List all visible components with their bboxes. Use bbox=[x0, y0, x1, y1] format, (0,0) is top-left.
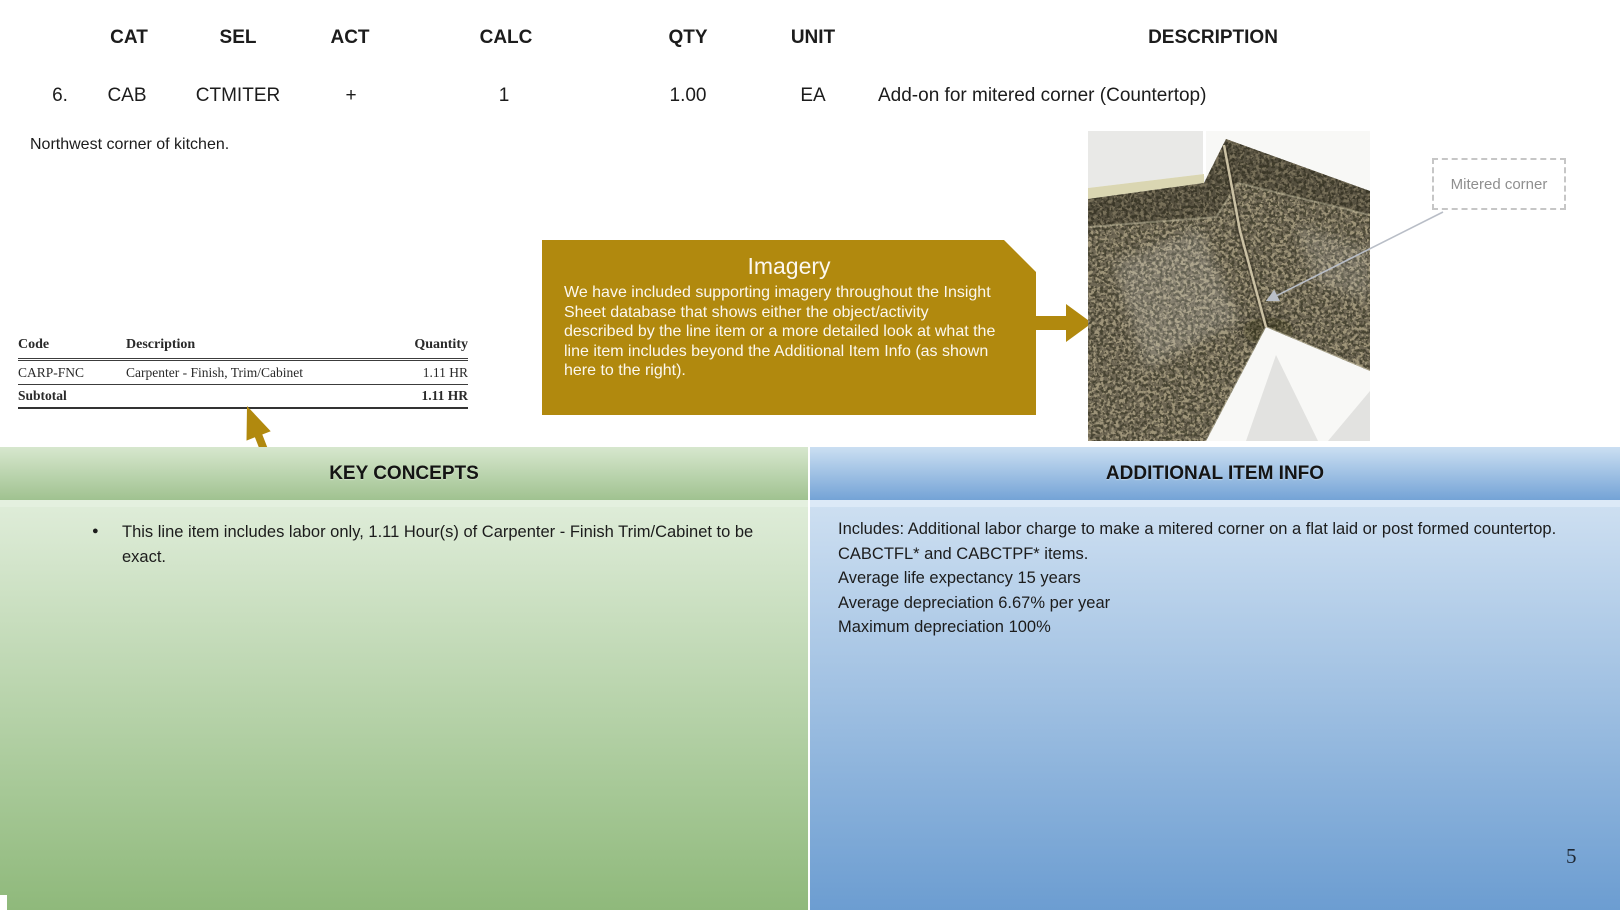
item-cat: CAB bbox=[107, 85, 147, 106]
key-concept-text: This line item includes labor only, 1.11… bbox=[122, 523, 754, 566]
column-header-sel: SEL bbox=[219, 27, 257, 48]
gold-arrow-right-icon bbox=[1032, 304, 1092, 342]
mitered-corner-label-text: Mitered corner bbox=[1450, 175, 1548, 193]
labor-quantity: 1.11 HR bbox=[422, 365, 468, 380]
countertop-image bbox=[1088, 131, 1370, 441]
additional-item-info-title: ADDITIONAL ITEM INFO bbox=[1105, 462, 1325, 484]
item-act: + bbox=[345, 85, 357, 106]
figure-leader-arrow bbox=[1265, 211, 1444, 302]
key-concepts-section: KEY CONCEPTS ● This line item includes l… bbox=[0, 447, 808, 910]
labor-header-description: Description bbox=[126, 337, 196, 352]
key-concepts-title: KEY CONCEPTS bbox=[329, 462, 479, 484]
column-header-qty: QTY bbox=[668, 27, 708, 48]
page-corner-notch bbox=[0, 895, 7, 910]
key-concept-item: ● This line item includes labor only, 1.… bbox=[0, 507, 808, 570]
additional-item-info-body: Includes: Additional labor charge to mak… bbox=[810, 507, 1620, 910]
item-sel: CTMITER bbox=[195, 85, 281, 106]
item-unit: EA bbox=[800, 85, 826, 106]
column-header-calc: CALC bbox=[479, 27, 533, 48]
labor-table-subtotal-row: Subtotal 1.11 HR bbox=[18, 385, 468, 409]
labor-header-quantity: Quantity bbox=[414, 337, 468, 352]
column-header-cat: CAT bbox=[110, 27, 148, 48]
labor-subtotal-label: Subtotal bbox=[18, 388, 67, 403]
item-calc: 1 bbox=[498, 85, 510, 106]
additional-item-info-header: ADDITIONAL ITEM INFO bbox=[810, 447, 1620, 500]
item-qty: 1.00 bbox=[669, 85, 707, 106]
labor-table-row: CARP-FNC Carpenter - Finish, Trim/Cabine… bbox=[18, 361, 468, 385]
additional-item-info-section: ADDITIONAL ITEM INFO Includes: Additiona… bbox=[810, 447, 1620, 910]
column-header-act: ACT bbox=[330, 27, 370, 48]
imagery-callout-title: Imagery bbox=[747, 253, 831, 279]
additional-info-lines: Includes: Additional labor charge to mak… bbox=[810, 507, 1620, 640]
item-number: 6. bbox=[52, 85, 68, 106]
info-line-includes: Includes: Additional labor charge to mak… bbox=[838, 520, 1557, 563]
key-concepts-body: ● This line item includes labor only, 1.… bbox=[0, 507, 808, 910]
kitchen-note: Northwest corner of kitchen. bbox=[30, 136, 230, 153]
labor-table-header: Code Description Quantity bbox=[18, 337, 468, 361]
info-line-life-expectancy: Average life expectancy 15 years bbox=[838, 569, 1081, 587]
mitered-corner-label: Mitered corner bbox=[1432, 158, 1566, 210]
labor-description: Carpenter - Finish, Trim/Cabinet bbox=[126, 365, 303, 380]
labor-subtotal-quantity: 1.11 HR bbox=[421, 388, 468, 403]
item-description: Add-on for mitered corner (Countertop) bbox=[878, 85, 1207, 106]
labor-header-code: Code bbox=[18, 337, 50, 352]
column-header-unit: UNIT bbox=[790, 27, 836, 48]
info-line-avg-depreciation: Average depreciation 6.67% per year bbox=[838, 593, 1111, 612]
page-number: 5 bbox=[1566, 844, 1577, 868]
imagery-callout: Imagery We have included supporting imag… bbox=[542, 240, 1036, 415]
bullet-icon: ● bbox=[92, 525, 99, 537]
labor-table: Code Description Quantity CARP-FNC Carpe… bbox=[18, 337, 468, 409]
column-header-description: DESCRIPTION bbox=[1148, 27, 1278, 48]
info-line-max-depreciation: Maximum depreciation 100% bbox=[838, 618, 1051, 636]
labor-code: CARP-FNC bbox=[18, 365, 85, 380]
imagery-callout-body: We have included supporting imagery thro… bbox=[564, 284, 996, 379]
key-concepts-header: KEY CONCEPTS bbox=[0, 447, 808, 500]
